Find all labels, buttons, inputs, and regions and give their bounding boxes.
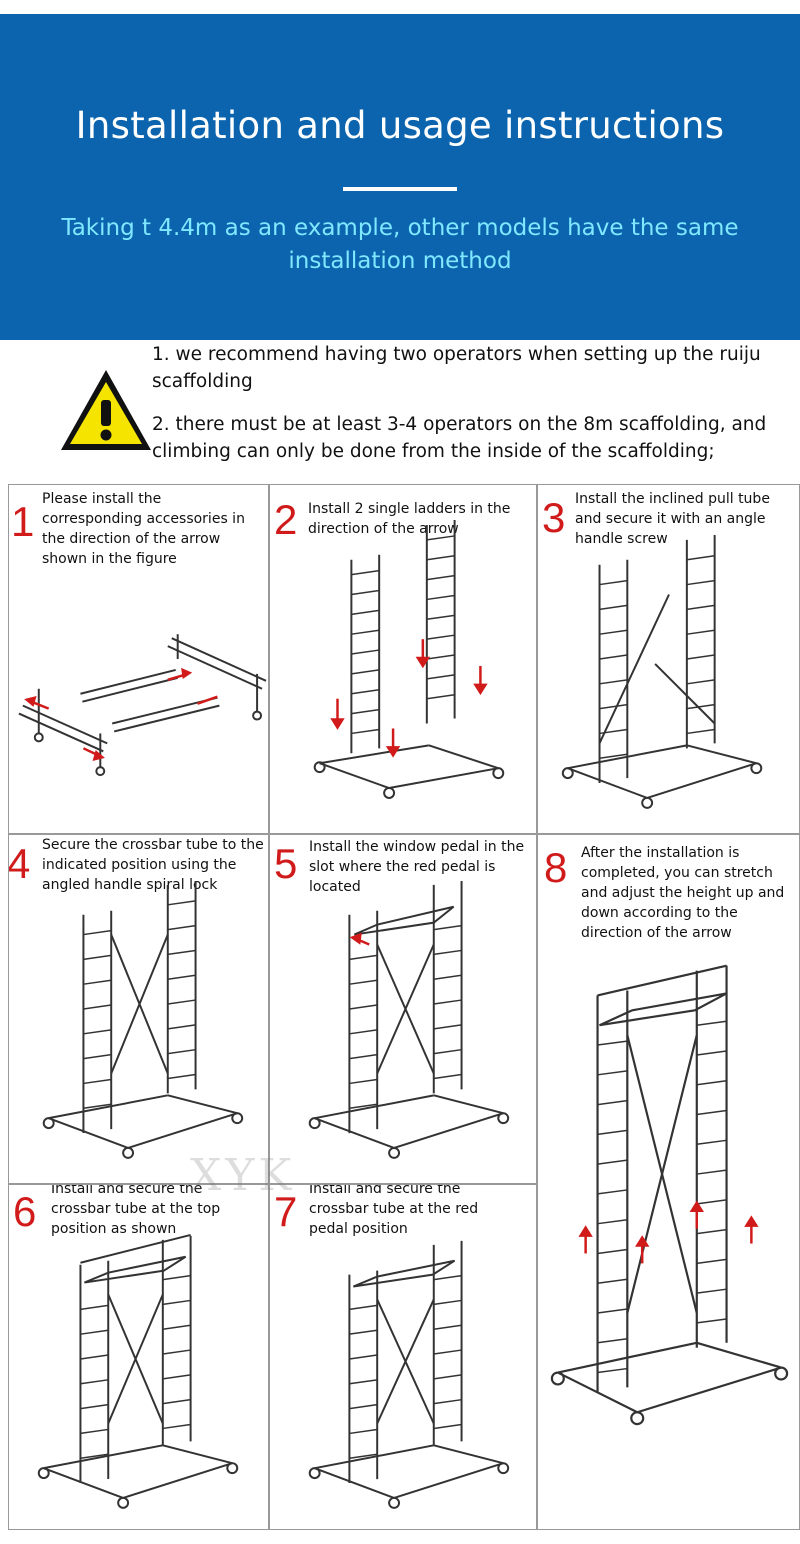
step-number: 1 xyxy=(11,498,35,545)
warning-note-2: 2. there must be at least 3-4 operators … xyxy=(152,414,767,462)
step-6-panel: 6 Install and secure the crossbar tube a… xyxy=(8,1184,269,1530)
step-number: 6 xyxy=(13,1188,37,1235)
step-caption: Please install the corresponding accesso… xyxy=(42,491,245,567)
step-caption: Install the inclined pull tube and secur… xyxy=(575,491,770,547)
step-number: 4 xyxy=(8,840,31,887)
step-1-illustration xyxy=(18,634,267,777)
step-number: 8 xyxy=(544,844,568,891)
header-banner: Installation and usage instructions Taki… xyxy=(0,14,800,340)
step-1-panel: 1 Please install the corresponding acces… xyxy=(8,484,269,834)
warning-icon xyxy=(61,370,151,450)
step-3-panel: 3 Install the inclined pull tube and sec… xyxy=(537,484,800,834)
step-5-panel: 5 Install the window pedal in the slot w… xyxy=(269,834,537,1184)
steps-grid: 1 Please install the corresponding acces… xyxy=(8,484,800,1530)
step-caption: After the installation is completed, you… xyxy=(581,845,785,941)
step-8-illustration xyxy=(550,964,789,1426)
step-6-illustration xyxy=(37,1233,239,1509)
step-8-panel: 8 After the installation is completed, y… xyxy=(537,834,800,1530)
page-title: Installation and usage instructions xyxy=(75,104,725,147)
step-caption: Install the window pedal in the slot whe… xyxy=(309,839,525,895)
step-4-illustration xyxy=(42,880,244,1159)
step-5-illustration xyxy=(308,880,510,1159)
step-7-panel: 7 Install and secure the crossbar tube a… xyxy=(269,1184,537,1530)
step-2-illustration xyxy=(313,520,505,799)
step-number: 7 xyxy=(274,1188,298,1235)
step-4-panel: 4 Secure the crossbar tube to the indica… xyxy=(8,834,269,1184)
step-caption: Secure the crossbar tube to the indicate… xyxy=(42,837,264,893)
step-number: 3 xyxy=(542,494,566,541)
step-caption: Install and secure the crossbar tube at … xyxy=(309,1184,479,1237)
step-7-illustration xyxy=(308,1240,510,1509)
step-number: 2 xyxy=(274,496,298,543)
step-caption: Install 2 single ladders in the directio… xyxy=(308,501,511,537)
step-caption: Install and secure the crossbar tube at … xyxy=(51,1184,221,1237)
watermark: XYK xyxy=(190,1150,296,1201)
step-number: 5 xyxy=(274,840,298,887)
warning-note-1: 1. we recommend having two operators whe… xyxy=(152,344,761,392)
step-3-illustration xyxy=(561,534,763,809)
page-subtitle: Taking t 4.4m as an example, other model… xyxy=(61,215,739,274)
title-divider xyxy=(343,187,457,191)
step-2-panel: 2 Install 2 single ladders in the direct… xyxy=(269,484,537,834)
